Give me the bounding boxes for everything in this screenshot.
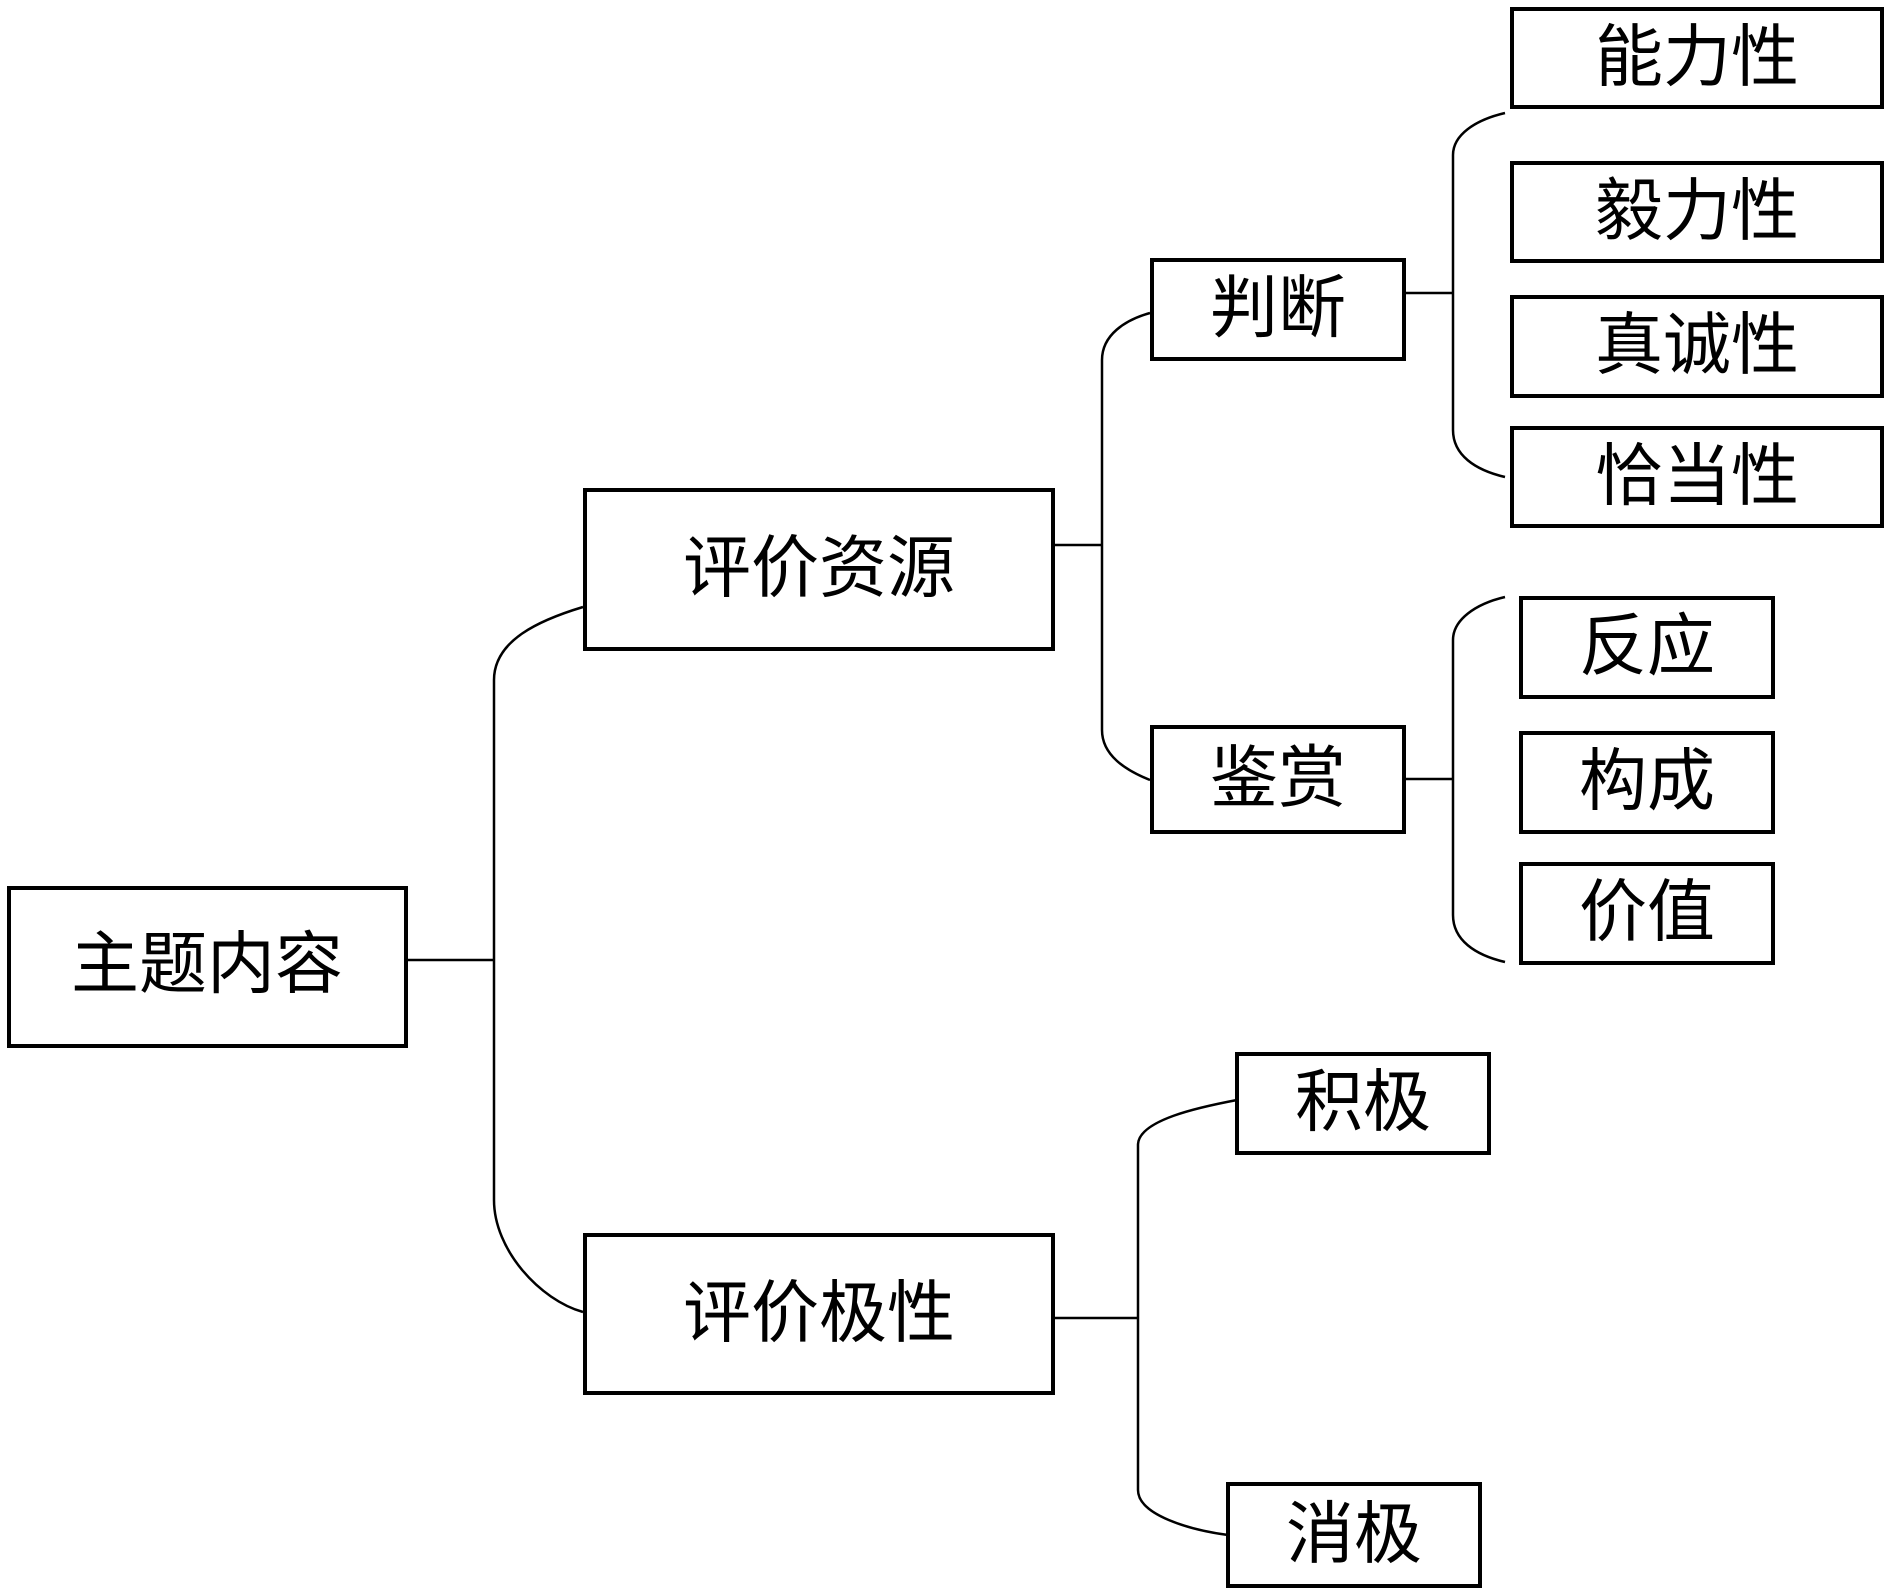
node-label: 价值 [1579, 874, 1715, 953]
node-veracity: 真诚性 [1510, 295, 1884, 398]
node-label: 鉴赏 [1210, 740, 1346, 819]
node-label: 判断 [1210, 270, 1346, 349]
node-label: 构成 [1579, 743, 1715, 822]
node-valuation: 价值 [1519, 862, 1775, 965]
bracket-judgment [1451, 111, 1506, 479]
node-reaction: 反应 [1519, 596, 1775, 699]
node-positive: 积极 [1235, 1052, 1491, 1155]
node-evaluation-resource: 评价资源 [583, 488, 1055, 651]
node-label: 恰当性 [1595, 438, 1799, 517]
node-capacity: 能力性 [1510, 7, 1884, 109]
bracket-appreciation [1451, 595, 1506, 964]
node-label: 反应 [1579, 608, 1715, 687]
node-label: 消极 [1286, 1496, 1422, 1575]
node-tenacity: 毅力性 [1510, 161, 1884, 263]
node-composition: 构成 [1519, 731, 1775, 834]
node-judgment: 判断 [1150, 258, 1406, 361]
node-root: 主题内容 [7, 886, 408, 1048]
bracket-polarity [1136, 1098, 1238, 1537]
node-negative: 消极 [1226, 1482, 1482, 1588]
node-propriety: 恰当性 [1510, 426, 1884, 528]
node-label: 评价极性 [683, 1275, 955, 1354]
bracket-root [492, 605, 584, 1314]
node-evaluation-polarity: 评价极性 [583, 1233, 1055, 1395]
bracket-resource [1100, 311, 1151, 782]
node-label: 评价资源 [683, 530, 955, 609]
node-label: 毅力性 [1595, 173, 1799, 252]
node-label: 能力性 [1595, 19, 1799, 98]
node-label: 真诚性 [1595, 307, 1799, 386]
node-label: 积极 [1295, 1064, 1431, 1143]
node-appreciation: 鉴赏 [1150, 725, 1406, 834]
node-label: 主题内容 [71, 926, 343, 1005]
connectors [406, 111, 1506, 1537]
